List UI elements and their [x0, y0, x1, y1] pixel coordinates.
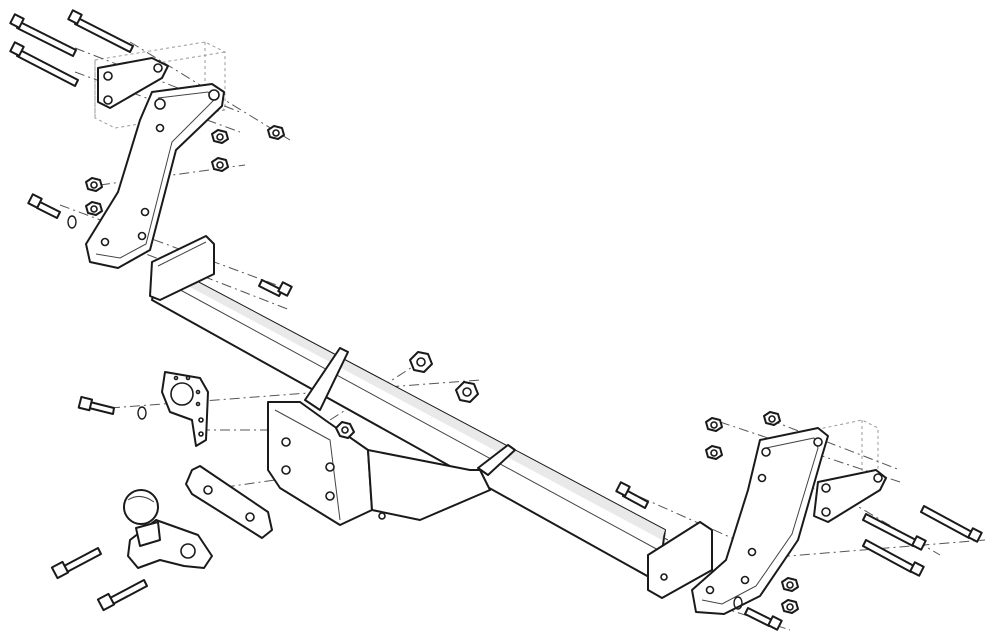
bolt — [9, 41, 79, 87]
nuts — [85, 125, 799, 614]
tow-bar-cross-beam — [149, 235, 713, 599]
bolts-top-left — [9, 9, 134, 219]
bolt — [50, 547, 102, 580]
nut — [409, 351, 433, 373]
right-spacer-plate — [813, 469, 887, 523]
nut — [85, 201, 103, 216]
bolt — [920, 505, 983, 543]
nut — [781, 599, 799, 614]
left-side-bracket — [85, 83, 225, 269]
nut — [705, 445, 723, 460]
washer — [67, 215, 77, 229]
nut — [211, 157, 229, 172]
bolt — [862, 539, 925, 577]
nut — [267, 125, 285, 140]
bolt — [862, 513, 927, 551]
bolt — [744, 607, 783, 631]
bolt — [67, 9, 134, 53]
nut — [211, 129, 229, 144]
left-spacer-plate — [97, 57, 169, 109]
bolts-bottom-right — [744, 505, 983, 631]
nut — [85, 177, 103, 192]
bolt — [27, 193, 61, 219]
washers — [67, 215, 743, 610]
ball-mount-bracket — [267, 401, 491, 526]
electrical-socket-plate — [161, 371, 209, 447]
backing-strip — [185, 465, 273, 539]
bolt — [9, 13, 77, 57]
nut — [335, 421, 355, 439]
nut — [781, 577, 799, 592]
bolt — [615, 481, 649, 509]
bolt — [96, 579, 148, 612]
tow-ball — [123, 489, 213, 569]
washer — [733, 596, 743, 610]
bolts-center — [50, 279, 649, 612]
nut — [455, 381, 479, 403]
nut — [763, 411, 781, 426]
washer — [137, 406, 147, 420]
nut — [705, 417, 723, 432]
bolt — [77, 395, 115, 415]
bolt — [258, 279, 293, 297]
